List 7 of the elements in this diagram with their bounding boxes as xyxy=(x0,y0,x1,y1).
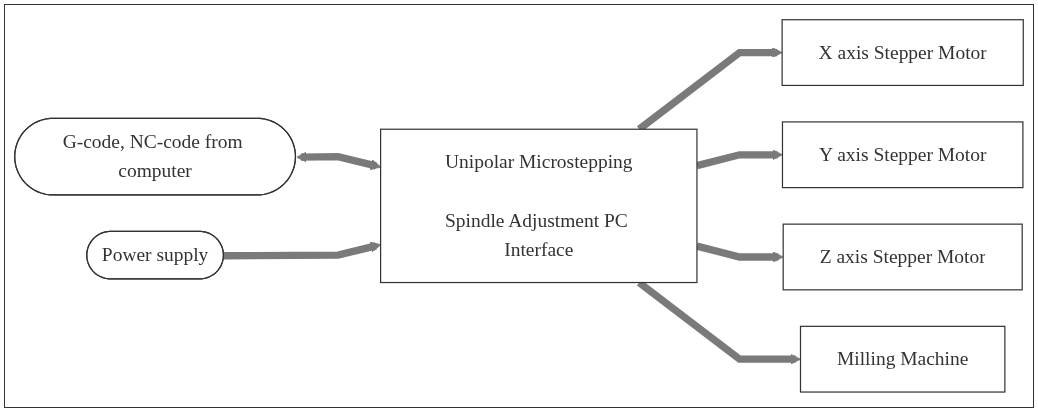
arrow xyxy=(696,149,783,170)
arrow xyxy=(696,242,784,263)
node-box: X axis Stepper Motor xyxy=(781,19,1024,87)
node-box: Z axis Stepper Motor xyxy=(782,223,1023,291)
node-box: Unipolar Microstepping Spindle Adjustment PC Interface xyxy=(380,128,698,284)
node-box: Y axis Stepper Motor xyxy=(781,121,1024,189)
node-box: Milling Machine xyxy=(799,325,1006,393)
